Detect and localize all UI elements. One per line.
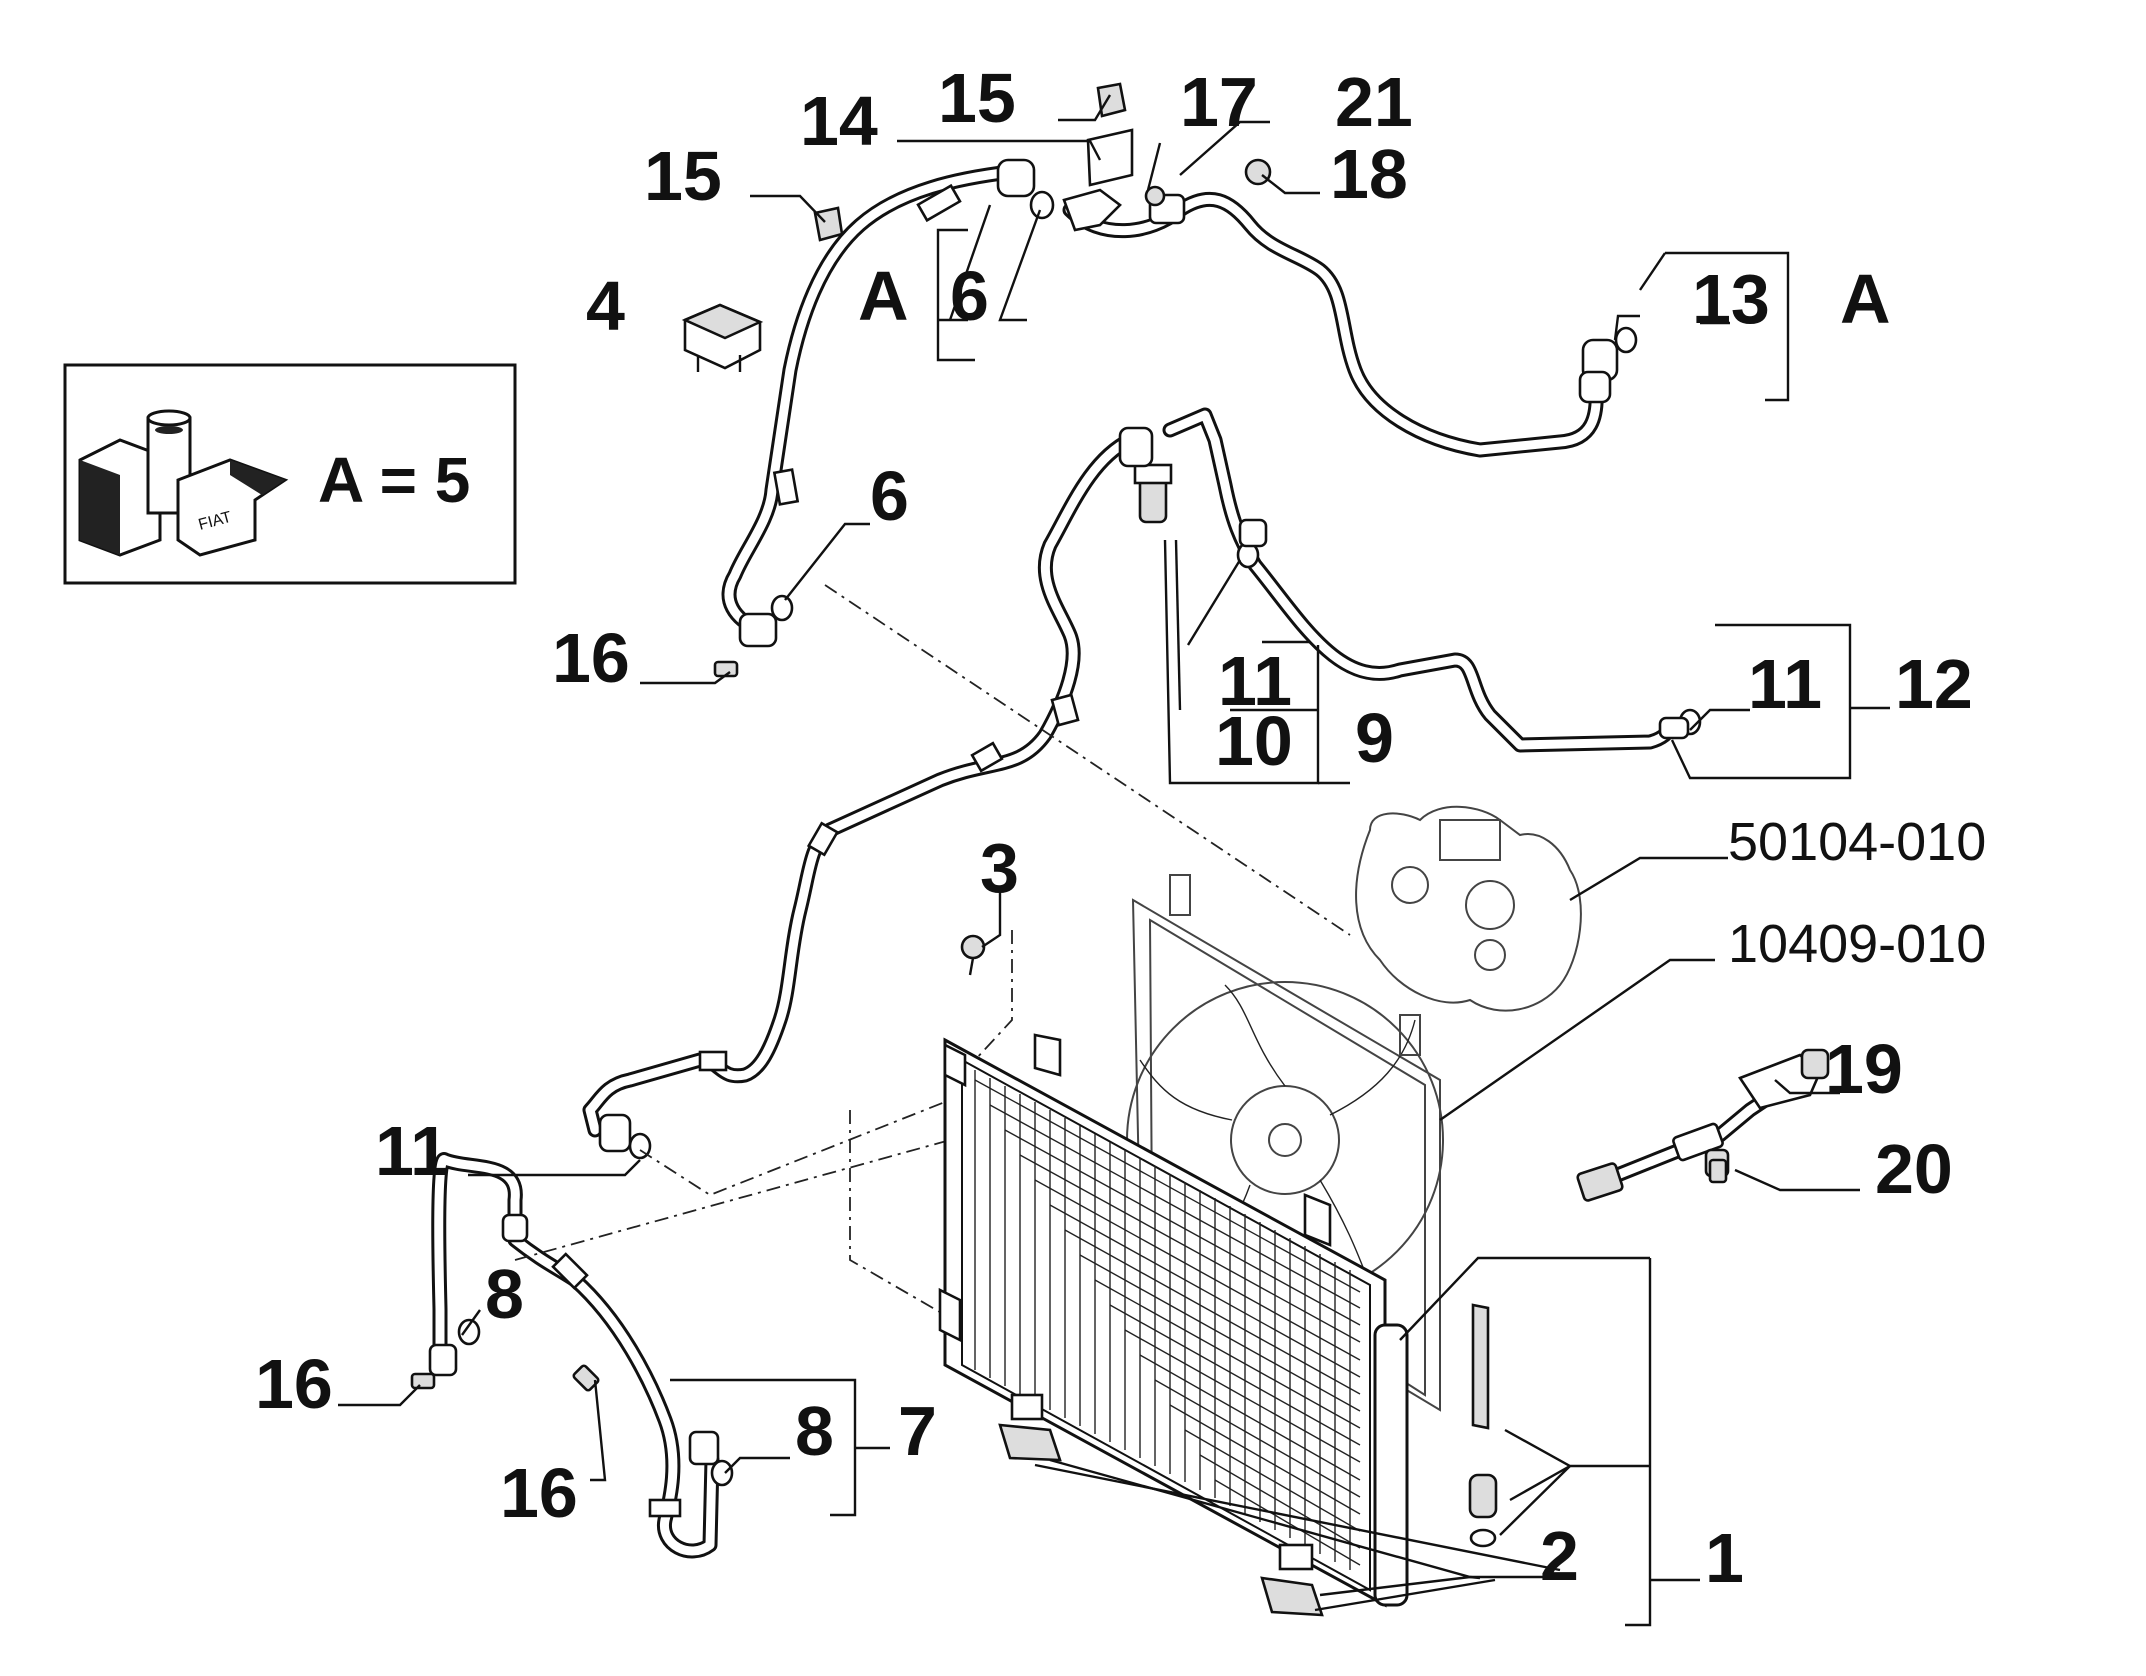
bolt [960,934,986,976]
callout-7: 7 [898,1392,937,1470]
callout-labels: 15 14 17 21 18 15 4 A 6 13 A 6 16 11 11 … [255,59,1986,1597]
callout-20: 20 [1875,1130,1953,1208]
callout-16-left: 16 [255,1345,333,1423]
callout-15-left: 15 [644,137,722,215]
callout-18: 18 [1330,135,1408,213]
callout-16-lower: 16 [500,1454,578,1532]
callout-16-upper: 16 [552,619,630,697]
callout-6-top: 6 [950,257,989,335]
compressor-ghost [1355,805,1582,1012]
callout-19: 19 [1825,1030,1903,1108]
callout-21: 21 [1335,63,1413,141]
callout-12: 12 [1895,645,1973,723]
callout-3: 3 [980,829,1019,907]
callout-A-right: A [1840,260,1891,338]
callout-8-right: 8 [795,1392,834,1470]
suction-hose-assembly [713,82,1638,678]
callout-A-left: A [858,257,909,335]
callout-11-left: 11 [375,1112,449,1190]
callout-ref-compressor: 50104-010 [1728,812,1986,872]
callout-8-left: 8 [485,1255,524,1333]
callout-6-mid: 6 [870,457,909,535]
callout-10: 10 [1215,702,1293,780]
kit-icon: FIAT [78,409,289,557]
callout-15-top: 15 [938,59,1016,137]
callout-17: 17 [1180,63,1258,141]
callout-2: 2 [1540,1517,1579,1595]
callout-11-sensor: 11 [1218,642,1292,720]
callout-1: 1 [1705,1519,1744,1597]
pressure-switch [1138,476,1168,524]
callout-9: 9 [1355,699,1394,777]
callout-13: 13 [1692,260,1770,338]
discharge-hose-assembly [410,1152,734,1559]
wiring-harness [1576,1048,1830,1202]
o-ring [1029,190,1055,220]
hose-end-fitting [996,158,1036,198]
callout-4: 4 [586,267,625,345]
callout-14: 14 [800,82,878,160]
condenser [938,1033,1498,1617]
rubber-mount [998,1423,1062,1462]
receiver-drier [1373,1323,1409,1607]
condenser-fins [974,1070,1361,1570]
bracket [1086,128,1134,187]
callout-11-right: 11 [1748,645,1822,723]
callout-ref-fan: 10409-010 [1728,914,1986,974]
leader-lines [338,94,1890,1627]
legend-box: FIAT A = 5 [63,363,517,585]
dashed-leader-lines [514,584,1351,1316]
relay [681,303,764,372]
legend-label: A = 5 [318,444,470,516]
liquid-line-assembly [582,407,1702,1160]
